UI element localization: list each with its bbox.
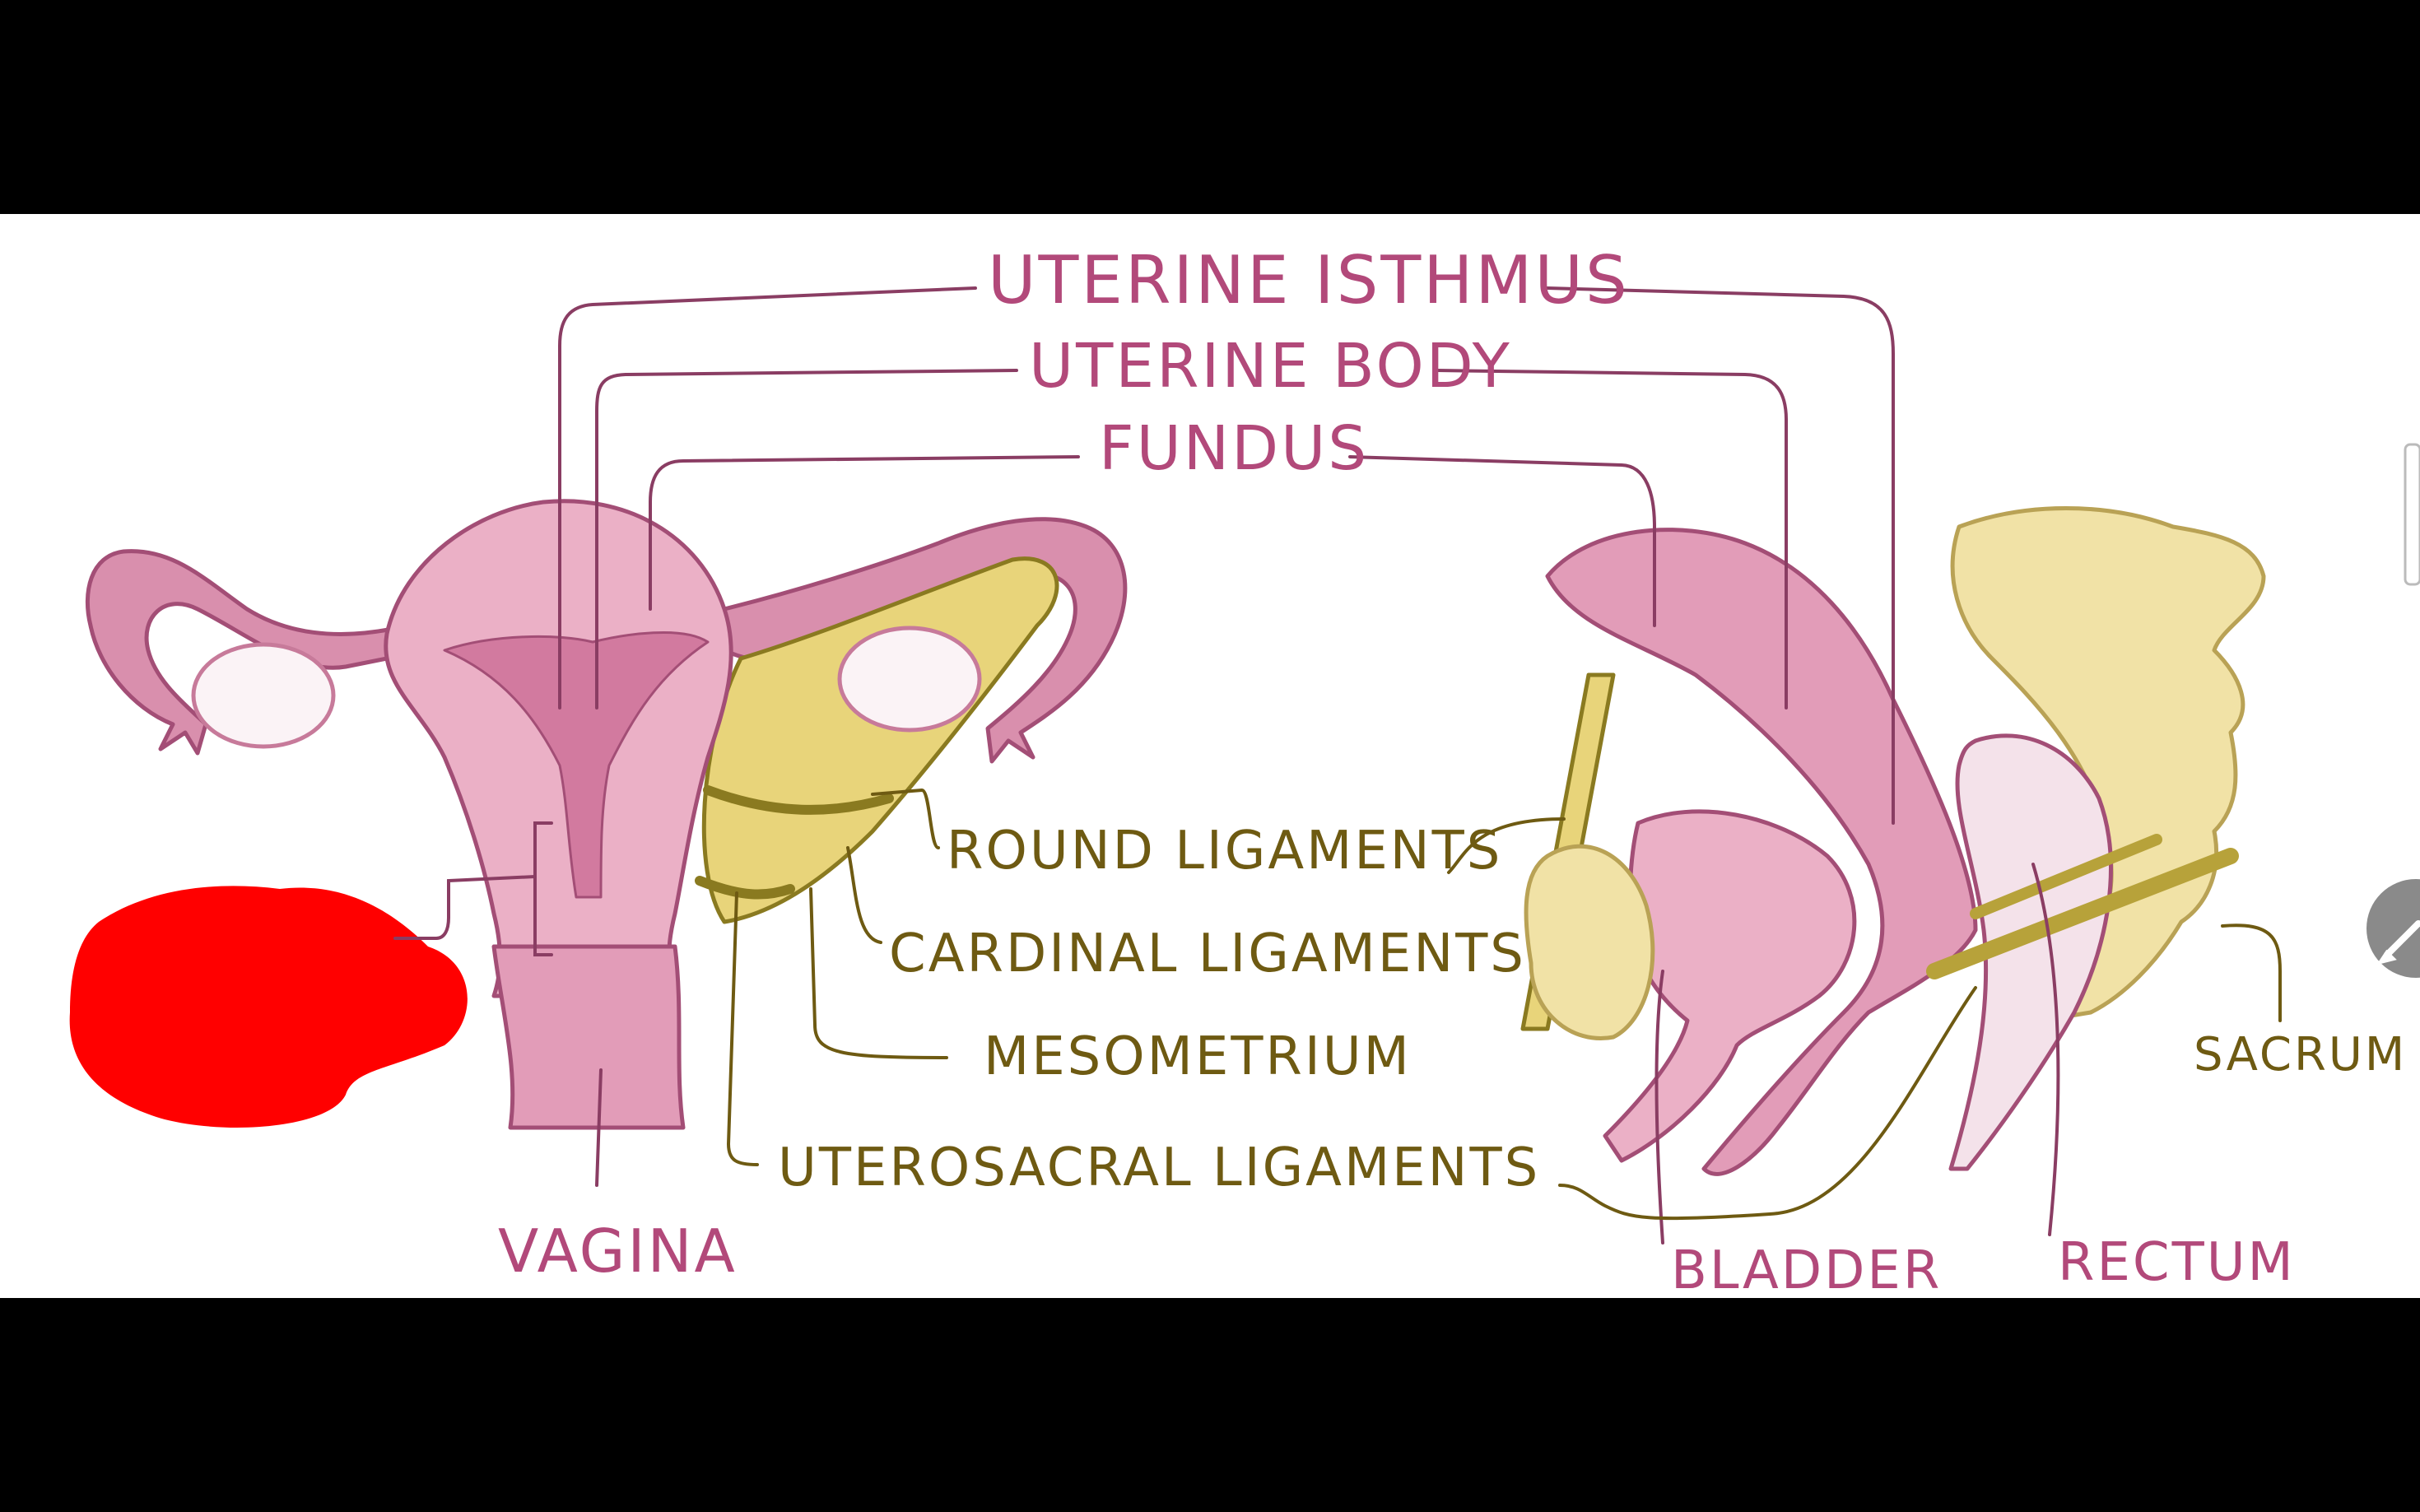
body-leader-left [595, 369, 1018, 709]
label-rectum: RECTUM [2058, 1232, 2296, 1293]
label-uterosacral-ligaments: UTEROSACRAL LIGAMENTS [778, 1137, 1540, 1198]
mesometrium-leader [809, 887, 948, 1059]
edit-button-circle[interactable] [2366, 879, 2420, 978]
ligament-band-2 [695, 876, 795, 900]
left-ovary [191, 642, 336, 749]
isthmus-leader-left [558, 286, 977, 709]
rectum [1948, 733, 2113, 1171]
ligament-bar-2 [1970, 834, 2162, 919]
label-uterine-body: UTERINE BODY [1029, 331, 1512, 402]
right-ovary [837, 626, 982, 733]
bladder-leader [1654, 970, 1664, 1244]
rectum-leader [2031, 863, 2060, 1236]
edit-button[interactable] [2366, 879, 2420, 978]
uterine-cavity [443, 631, 710, 899]
side-view-pelvis [1520, 506, 2266, 1176]
labels: UTERINE ISTHMUS UTERINE BODY FUNDUS ROUN… [498, 242, 2407, 1301]
side-panel-tab[interactable] [2404, 443, 2420, 586]
label-bladder: BLADDER [1671, 1240, 1942, 1301]
body-leader-right [1435, 369, 1788, 709]
uterosacral-ligament-bar [1926, 848, 2239, 979]
label-vagina: VAGINA [498, 1217, 738, 1286]
isthmus-leader-right [1546, 286, 1895, 825]
leader-lines [393, 286, 2282, 1244]
redaction-blob [69, 886, 468, 1128]
front-view-uterus [85, 499, 1128, 1130]
label-sacrum: SACRUM [2194, 1028, 2407, 1082]
label-round-ligaments: ROUND LIGAMENTS [947, 821, 1502, 882]
label-fundus: FUNDUS [1099, 413, 1369, 484]
uterosacral-leader [726, 891, 1977, 1221]
fundus-leader-left [649, 455, 1080, 611]
vagina-leader [595, 1068, 603, 1187]
ligament-band-1 [703, 785, 894, 815]
label-mesometrium: MESOMETRIUM [984, 1026, 1412, 1087]
cervix [491, 944, 686, 1130]
redacted-item-leader [393, 821, 553, 956]
sacrum-leader [2221, 923, 2282, 1022]
label-cardinal-ligaments: CARDINAL LIGAMENTS [889, 923, 1526, 984]
round-ligaments-leader [871, 788, 1566, 874]
uterus-side-view [1545, 528, 1978, 1176]
pubic-fat [1524, 844, 1655, 1040]
pencil-icon [2376, 920, 2420, 965]
fundus-leader-right [1348, 455, 1656, 627]
cardinal-ligaments-leader [846, 846, 882, 944]
label-uterine-isthmus: UTERINE ISTHMUS [988, 242, 1630, 319]
